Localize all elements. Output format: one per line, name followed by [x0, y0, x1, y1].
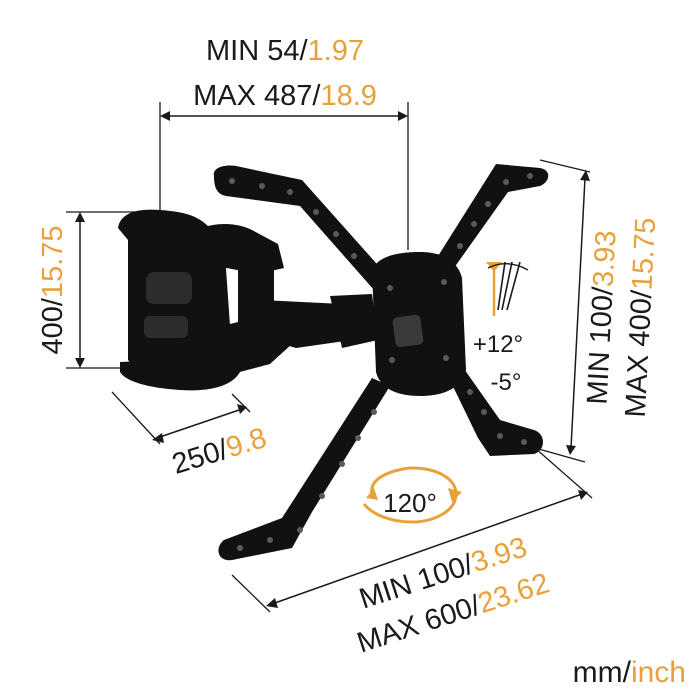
- left-height-dimension: 400/15.75: [37, 211, 160, 369]
- tilt-up-label: +12°: [473, 331, 523, 358]
- wall-plate-bottom: [120, 356, 240, 391]
- depth-label: 250/9.8: [168, 422, 270, 481]
- left-height-label: 400/15.75: [37, 225, 69, 354]
- top-width-max-label: MAX 487/18.9: [193, 80, 377, 112]
- wall-plate-top: [118, 209, 214, 240]
- depth-dimension: 250/9.8: [111, 391, 270, 481]
- bottom-vesa-dimension: MIN 100/3.93 MAX 600/23.62: [231, 447, 593, 660]
- forearm: [262, 300, 356, 348]
- vesa-arm-lower-right: [446, 366, 543, 456]
- vesa-bracket: [213, 164, 549, 561]
- tilt-indicator: +12° -5°: [473, 261, 529, 396]
- right-vesa-min-label: MIN 100/3.93: [581, 230, 622, 406]
- tilt-down-label: -5°: [491, 369, 522, 396]
- vesa-arm-upper-left: [213, 165, 384, 290]
- swivel-label: 120°: [383, 488, 437, 518]
- mount-arm-assembly: [118, 209, 378, 391]
- vesa-arm-lower-left: [218, 378, 390, 561]
- right-vesa-max-label: MAX 400/15.75: [620, 217, 662, 418]
- vesa-holes: [229, 173, 533, 551]
- top-width-min-label: MIN 54/1.97: [206, 35, 364, 67]
- top-width-dimension: MIN 54/1.97 MAX 487/18.9: [159, 35, 409, 250]
- swivel-indicator: 120°: [362, 466, 462, 524]
- vesa-arm-upper-right: [428, 164, 549, 282]
- units-legend: mm/inch: [573, 656, 686, 689]
- right-vesa-dimension: MIN 100/3.93 MAX 400/15.75: [534, 159, 662, 463]
